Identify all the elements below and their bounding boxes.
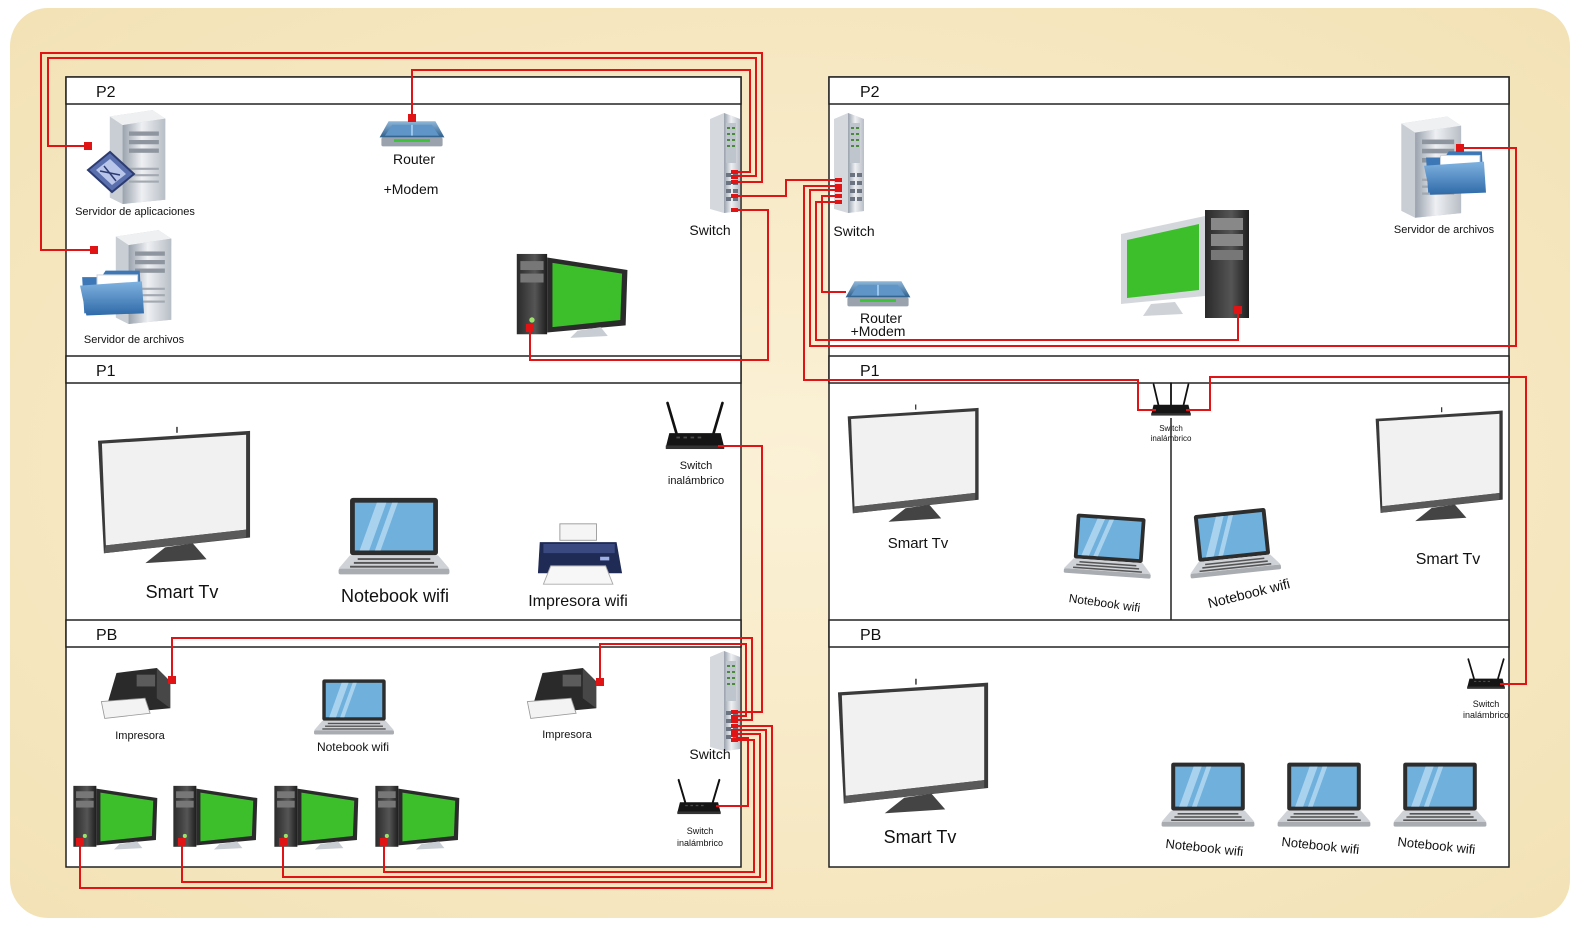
right-building: P2 P1 PB Switch Router +Modem Servidor d… xyxy=(828,76,1510,868)
cable-wifi-pb-switch xyxy=(718,445,763,713)
cable-pb-switch-pc3 xyxy=(282,733,761,878)
cable-pb-switch-wifi xyxy=(716,737,749,807)
smart-tv-label: Smart Tv xyxy=(884,827,957,847)
notebook-icon[interactable] xyxy=(1277,762,1371,827)
router-modem-label: +Modem xyxy=(384,181,439,197)
notebook-icon[interactable] xyxy=(1063,512,1155,579)
wireless-switch-label-2: inalámbrico xyxy=(668,475,724,487)
notebook-icon[interactable] xyxy=(314,679,394,735)
folder-icon xyxy=(80,270,144,316)
right-floor-pb-label: PB xyxy=(860,627,881,644)
router-modem-label: +Modem xyxy=(851,323,906,339)
wireless-switch-label-2: inalámbrico xyxy=(1463,710,1509,720)
smart-tv-label: Smart Tv xyxy=(888,535,949,552)
left-floor-pb-label: PB xyxy=(96,627,117,644)
router-label: Router xyxy=(393,151,435,167)
file-server-label: Servidor de archivos xyxy=(1394,224,1495,236)
cable-left-switch-right-switch xyxy=(736,179,838,197)
smart-tv-label: Smart Tv xyxy=(1416,551,1481,568)
left-floor-pb-header xyxy=(65,619,742,648)
app-server-icon[interactable] xyxy=(109,110,166,204)
cable-right-switch-file-server xyxy=(809,147,1517,347)
switch-label: Switch xyxy=(689,222,730,238)
left-floor-p2-header xyxy=(65,76,742,105)
app-server-label: Servidor de aplicaciones xyxy=(75,206,195,218)
switch-label: Switch xyxy=(833,223,874,239)
printer-label: Impresora xyxy=(542,729,592,741)
left-building: P2 P1 PB Servidor de aplicaciones Servid… xyxy=(65,76,742,868)
notebook-icon[interactable] xyxy=(1161,762,1255,827)
right-floor-pb-header xyxy=(828,619,1510,648)
left-floor-p2-label: P2 xyxy=(96,84,116,101)
notebook-icon[interactable] xyxy=(1393,762,1487,827)
folder-icon xyxy=(1424,150,1486,196)
file-server-label: Servidor de archivos xyxy=(84,334,185,346)
cable-right-switch-p1-wifi xyxy=(803,185,1156,411)
cable-switch-router xyxy=(411,69,751,173)
cable-p1-wifi-pb-wifi xyxy=(1186,376,1527,685)
network-cables xyxy=(40,52,1527,889)
notebook-label: Notebook wifi xyxy=(317,740,389,754)
right-floor-p1-header xyxy=(828,355,1510,384)
notebook-icon[interactable] xyxy=(338,497,450,575)
wifi-printer-label: Impresora wifi xyxy=(528,593,628,610)
cable-connectors xyxy=(76,114,1464,846)
wireless-switch-label-1: Switch xyxy=(687,826,714,836)
wireless-switch-label-1: Switch xyxy=(1159,424,1183,433)
right-floor-p1-label: P1 xyxy=(860,363,880,380)
switch-label: Switch xyxy=(689,746,730,762)
cable-pb-switch-pc1 xyxy=(79,725,773,889)
cable-right-switch-router xyxy=(821,195,846,293)
cable-switch-app-server xyxy=(47,57,757,177)
notebook-label: Notebook wifi xyxy=(341,586,449,606)
left-floor-p1-label: P1 xyxy=(96,363,116,380)
printer-label: Impresora xyxy=(115,730,165,742)
cable-switch-pc xyxy=(529,209,769,361)
router-icon[interactable] xyxy=(378,120,446,148)
cable-pb-switch-printer2 xyxy=(599,643,747,717)
router-icon[interactable] xyxy=(844,280,912,308)
cable-right-switch-pc xyxy=(815,201,1239,341)
wireless-switch-label-2: inalámbrico xyxy=(677,838,723,848)
right-floor-p2-label: P2 xyxy=(860,84,880,101)
router-label: Router xyxy=(860,310,902,326)
wireless-switch-label-1: Switch xyxy=(680,460,712,472)
wireless-switch-label-2: inalámbrico xyxy=(1151,434,1192,443)
cable-switch-file-server xyxy=(40,52,763,251)
right-floor-p2-header xyxy=(828,76,1510,105)
cable-pb-switch-pc4 xyxy=(383,739,755,873)
wireless-switch-label-1: Switch xyxy=(1473,699,1500,709)
cable-pb-switch-printer1 xyxy=(171,637,753,721)
cable-pb-switch-pc2 xyxy=(181,729,767,883)
smart-tv-label: Smart Tv xyxy=(146,582,219,602)
